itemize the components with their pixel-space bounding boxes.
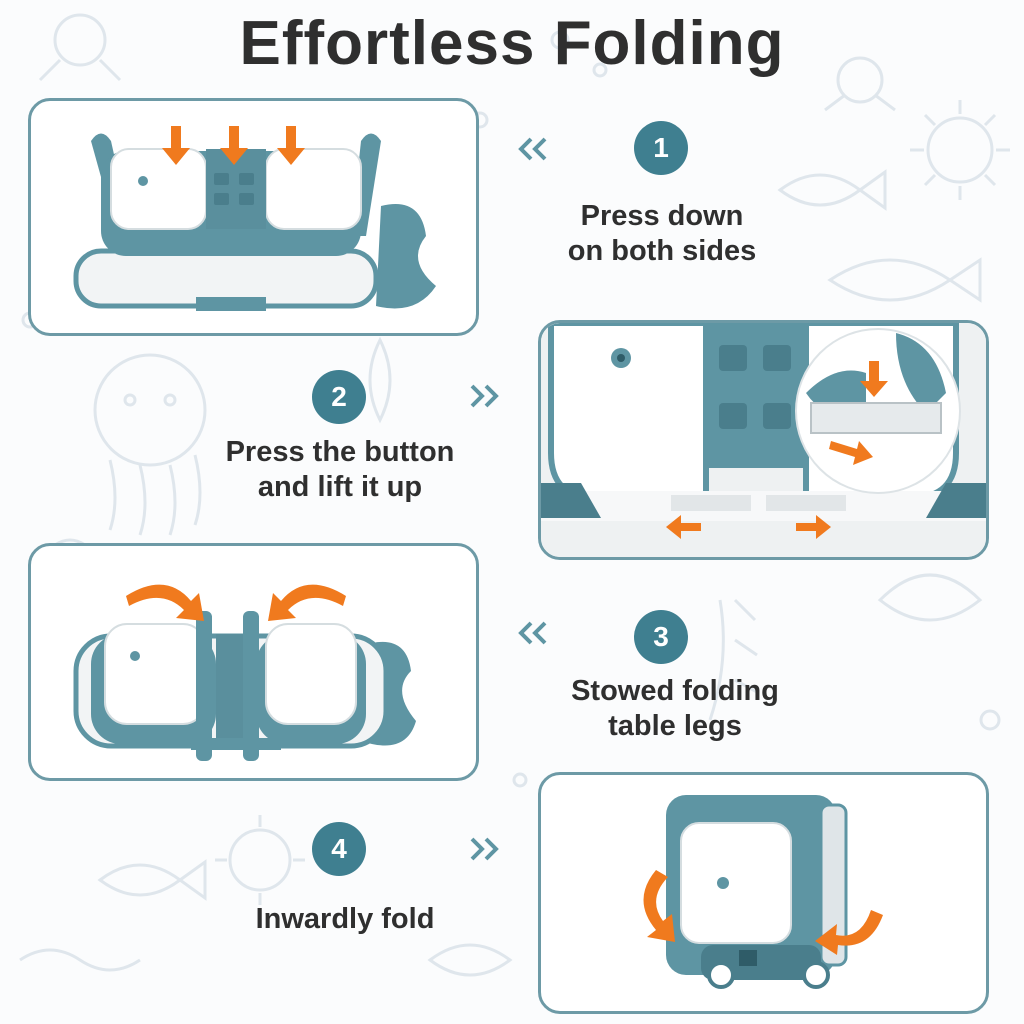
chevron-right-icon xyxy=(470,384,499,408)
fully-folded-tub-illustration xyxy=(666,795,848,989)
chevron-left-icon xyxy=(518,137,547,161)
step-1-caption-line-2: on both sides xyxy=(567,235,757,267)
step-1-image-panel xyxy=(28,98,479,336)
press-down-arrow-icons xyxy=(162,126,305,165)
step-4-image-panel xyxy=(538,772,989,1014)
step-4-caption-line-1: Inwardly fold xyxy=(255,903,435,935)
step-2-caption-line-1: Press the button xyxy=(225,436,455,468)
folding-tub-top-view-illustration xyxy=(73,133,436,311)
step-1-caption: Press down on both sides xyxy=(522,199,802,269)
step-2-caption: Press the button and lift it up xyxy=(190,435,490,505)
button-lift-closeup-illustration xyxy=(541,323,986,557)
step-1-caption-line-1: Press down xyxy=(580,200,744,232)
lift-direction-arrow-icons xyxy=(666,361,888,539)
stowed-table-legs-illustration xyxy=(73,611,416,761)
page-title: Effortless Folding xyxy=(239,9,785,78)
step-3-image-panel xyxy=(28,543,479,781)
chevron-left-icon xyxy=(518,621,547,645)
step-3-caption-line-1: Stowed folding xyxy=(571,675,779,707)
step-3-caption: Stowed folding table legs xyxy=(530,674,820,744)
step-4-caption: Inwardly fold xyxy=(210,902,480,937)
step-1-number-badge: 1 xyxy=(634,121,688,175)
step-3-caption-line-2: table legs xyxy=(608,710,742,742)
step-4-number-badge: 4 xyxy=(312,822,366,876)
step-2-image-panel xyxy=(538,320,989,560)
step-3-number-badge: 3 xyxy=(634,610,688,664)
chevron-right-icon xyxy=(470,837,499,861)
step-2-number-badge: 2 xyxy=(312,370,366,424)
fold-inward-arrow-icons xyxy=(126,584,346,621)
step-2-caption-line-2: and lift it up xyxy=(257,471,423,503)
inward-fold-arrow-icons xyxy=(643,870,883,955)
